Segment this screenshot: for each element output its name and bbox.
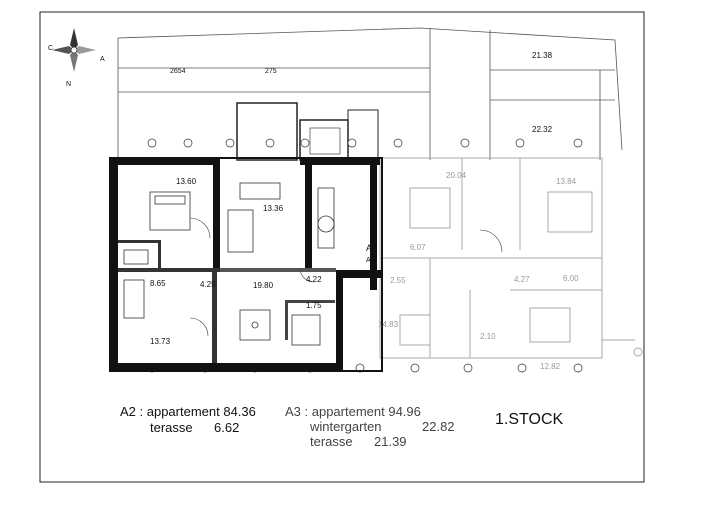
room-area-a3-5: 4.27 — [514, 275, 530, 284]
legend-a3-wintergarten-value: 22.82 — [422, 419, 455, 434]
legend-a2-terrace-label: terasse — [150, 420, 193, 435]
compass-label-a: A — [100, 56, 105, 63]
legend-a2-terrace-value: 6.62 — [214, 420, 239, 435]
room-area-a3-6: 6.00 — [563, 274, 579, 283]
furniture-a2 — [123, 182, 335, 346]
room-area-a3-9: 12.82 — [540, 362, 561, 371]
room-area-a2-8: 13.73 — [150, 337, 171, 346]
compass-rose-icon — [52, 28, 96, 72]
room-area-a3-2: 13.84 — [556, 177, 577, 186]
legend-a3-apartment: A3 : appartement 94.96 — [285, 404, 421, 419]
site-boundary — [110, 27, 623, 161]
site-dimension-a: 2654 — [170, 68, 186, 75]
room-area-a3-7: 14.83 — [378, 320, 399, 329]
legend-a2-apartment: A2 : appartement 84.36 — [120, 404, 256, 419]
apartment-a2-plan — [109, 157, 383, 372]
site-area-right: 22.32 — [532, 125, 553, 134]
apartment-a3-plan — [379, 157, 643, 359]
room-area-a3-4: 2.55 — [390, 276, 406, 285]
compass-label-c: C — [48, 45, 53, 52]
room-area-a2-5: 19.80 — [253, 281, 274, 290]
room-area-a2-2: 13.36 — [263, 204, 284, 213]
legend-a3-terrace-value: 21.39 — [374, 434, 407, 449]
legend-a3-wintergarten-label: wintergarten — [309, 419, 382, 434]
unit-tag-a2: A2 — [366, 257, 375, 264]
room-area-a2-1: 13.60 — [176, 177, 197, 186]
door-swings — [189, 217, 503, 337]
room-area-a3-3: 6.07 — [410, 243, 426, 252]
floor-title: 1.STOCK — [495, 411, 564, 428]
room-area-a2-3: 8.65 — [150, 279, 166, 288]
site-area-top-right: 21.38 — [532, 51, 553, 60]
room-area-a3-8: 2.10 — [480, 332, 496, 341]
legend-a3-terrace-label: terasse — [310, 434, 353, 449]
site-dimension-b: 275 — [265, 68, 277, 75]
unit-tag-a3: A3 — [366, 243, 377, 253]
room-area-a3-1: 20.04 — [446, 171, 467, 180]
room-area-a2-4: 4.25 — [200, 280, 216, 289]
compass-label-n: N — [66, 81, 71, 88]
room-area-a2-7: 1.75 — [306, 301, 322, 310]
room-area-a2-6: 4.22 — [306, 275, 322, 284]
balcony-structures — [236, 102, 379, 161]
drawing-frame — [39, 11, 645, 483]
